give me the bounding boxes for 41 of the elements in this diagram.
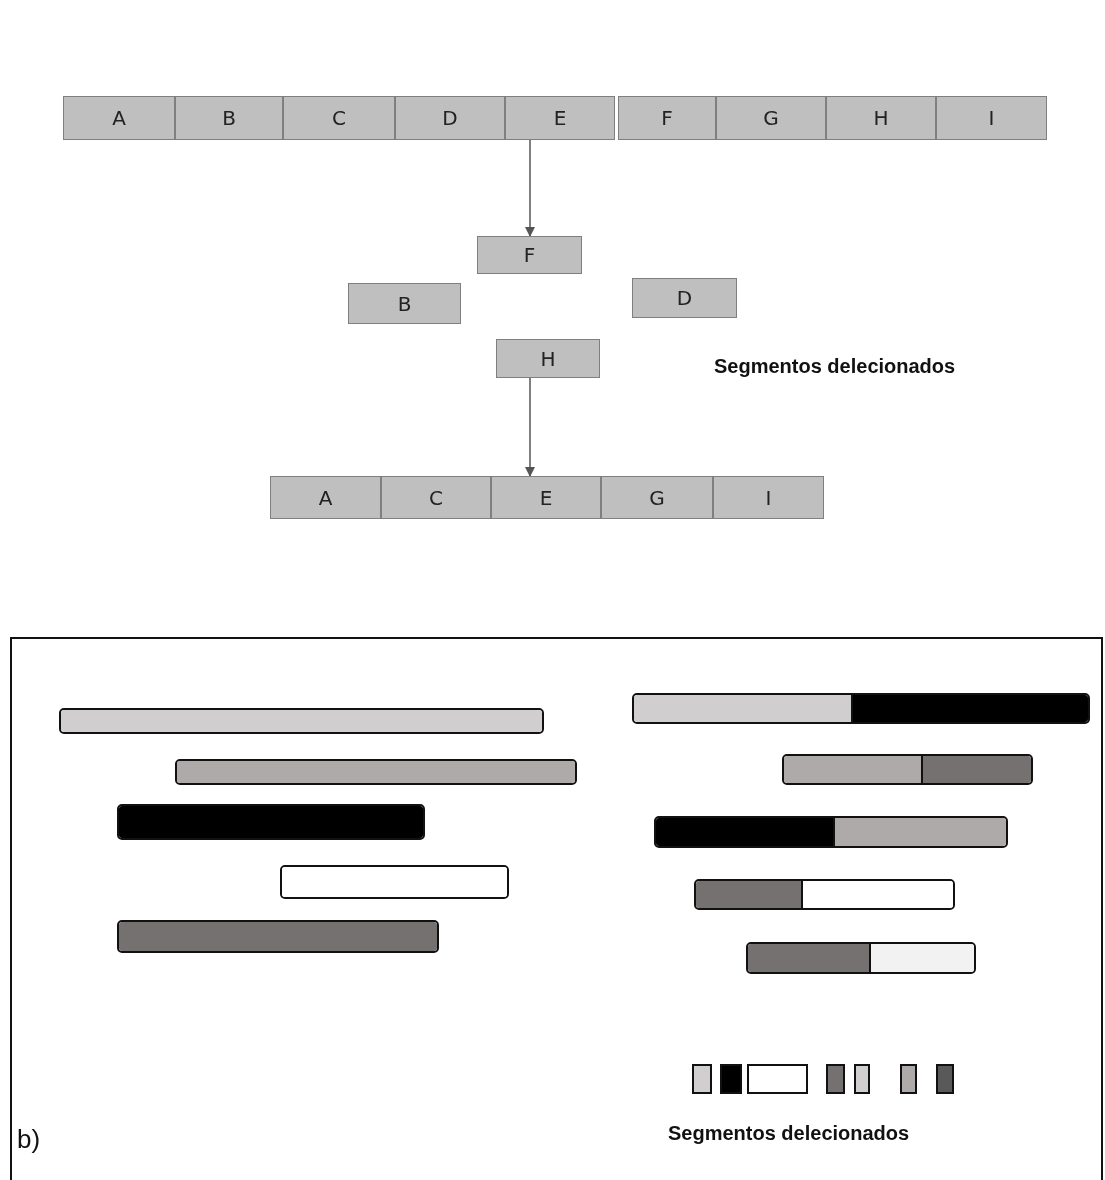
segment-swatch bbox=[900, 1064, 917, 1094]
segment-swatch bbox=[692, 1064, 712, 1094]
segment-box: I bbox=[936, 96, 1047, 140]
panel-label: b) bbox=[17, 1124, 41, 1155]
segment-bar bbox=[117, 920, 439, 953]
segment-bar bbox=[280, 865, 509, 899]
segment-bar bbox=[632, 693, 1090, 724]
segment-box: H bbox=[826, 96, 936, 140]
arrow bbox=[525, 377, 535, 477]
segment-box: G bbox=[601, 476, 713, 519]
segment-bar bbox=[746, 942, 976, 974]
segment-swatch bbox=[936, 1064, 954, 1094]
segment-swatch bbox=[720, 1064, 742, 1094]
segment-bar bbox=[782, 754, 1033, 785]
segment-box: F bbox=[477, 236, 582, 274]
segment-box: H bbox=[496, 339, 600, 378]
segment-bar bbox=[59, 708, 544, 734]
segment-bar bbox=[117, 804, 425, 840]
segment-box: F bbox=[618, 96, 716, 140]
segment-box: G bbox=[716, 96, 826, 140]
segment-box: I bbox=[713, 476, 824, 519]
segment-box: B bbox=[348, 283, 461, 324]
arrow bbox=[525, 139, 535, 237]
segment-box: D bbox=[632, 278, 737, 318]
panel-frame bbox=[10, 637, 1103, 1180]
segment-box: C bbox=[283, 96, 395, 140]
segment-box: C bbox=[381, 476, 491, 519]
segment-bar bbox=[694, 879, 955, 910]
segment-box: D bbox=[395, 96, 505, 140]
segment-box: E bbox=[505, 96, 615, 140]
caption-text: Segmentos delecionados bbox=[714, 355, 956, 378]
segment-swatch bbox=[854, 1064, 870, 1094]
segment-box: A bbox=[270, 476, 381, 519]
segment-bar bbox=[175, 759, 577, 785]
caption-text: Segmentos delecionados bbox=[668, 1122, 910, 1145]
segment-box: E bbox=[491, 476, 601, 519]
segment-swatch bbox=[747, 1064, 808, 1094]
segment-bar bbox=[654, 816, 1008, 848]
segment-box: A bbox=[63, 96, 175, 140]
segment-box: B bbox=[175, 96, 283, 140]
segment-swatch bbox=[826, 1064, 845, 1094]
